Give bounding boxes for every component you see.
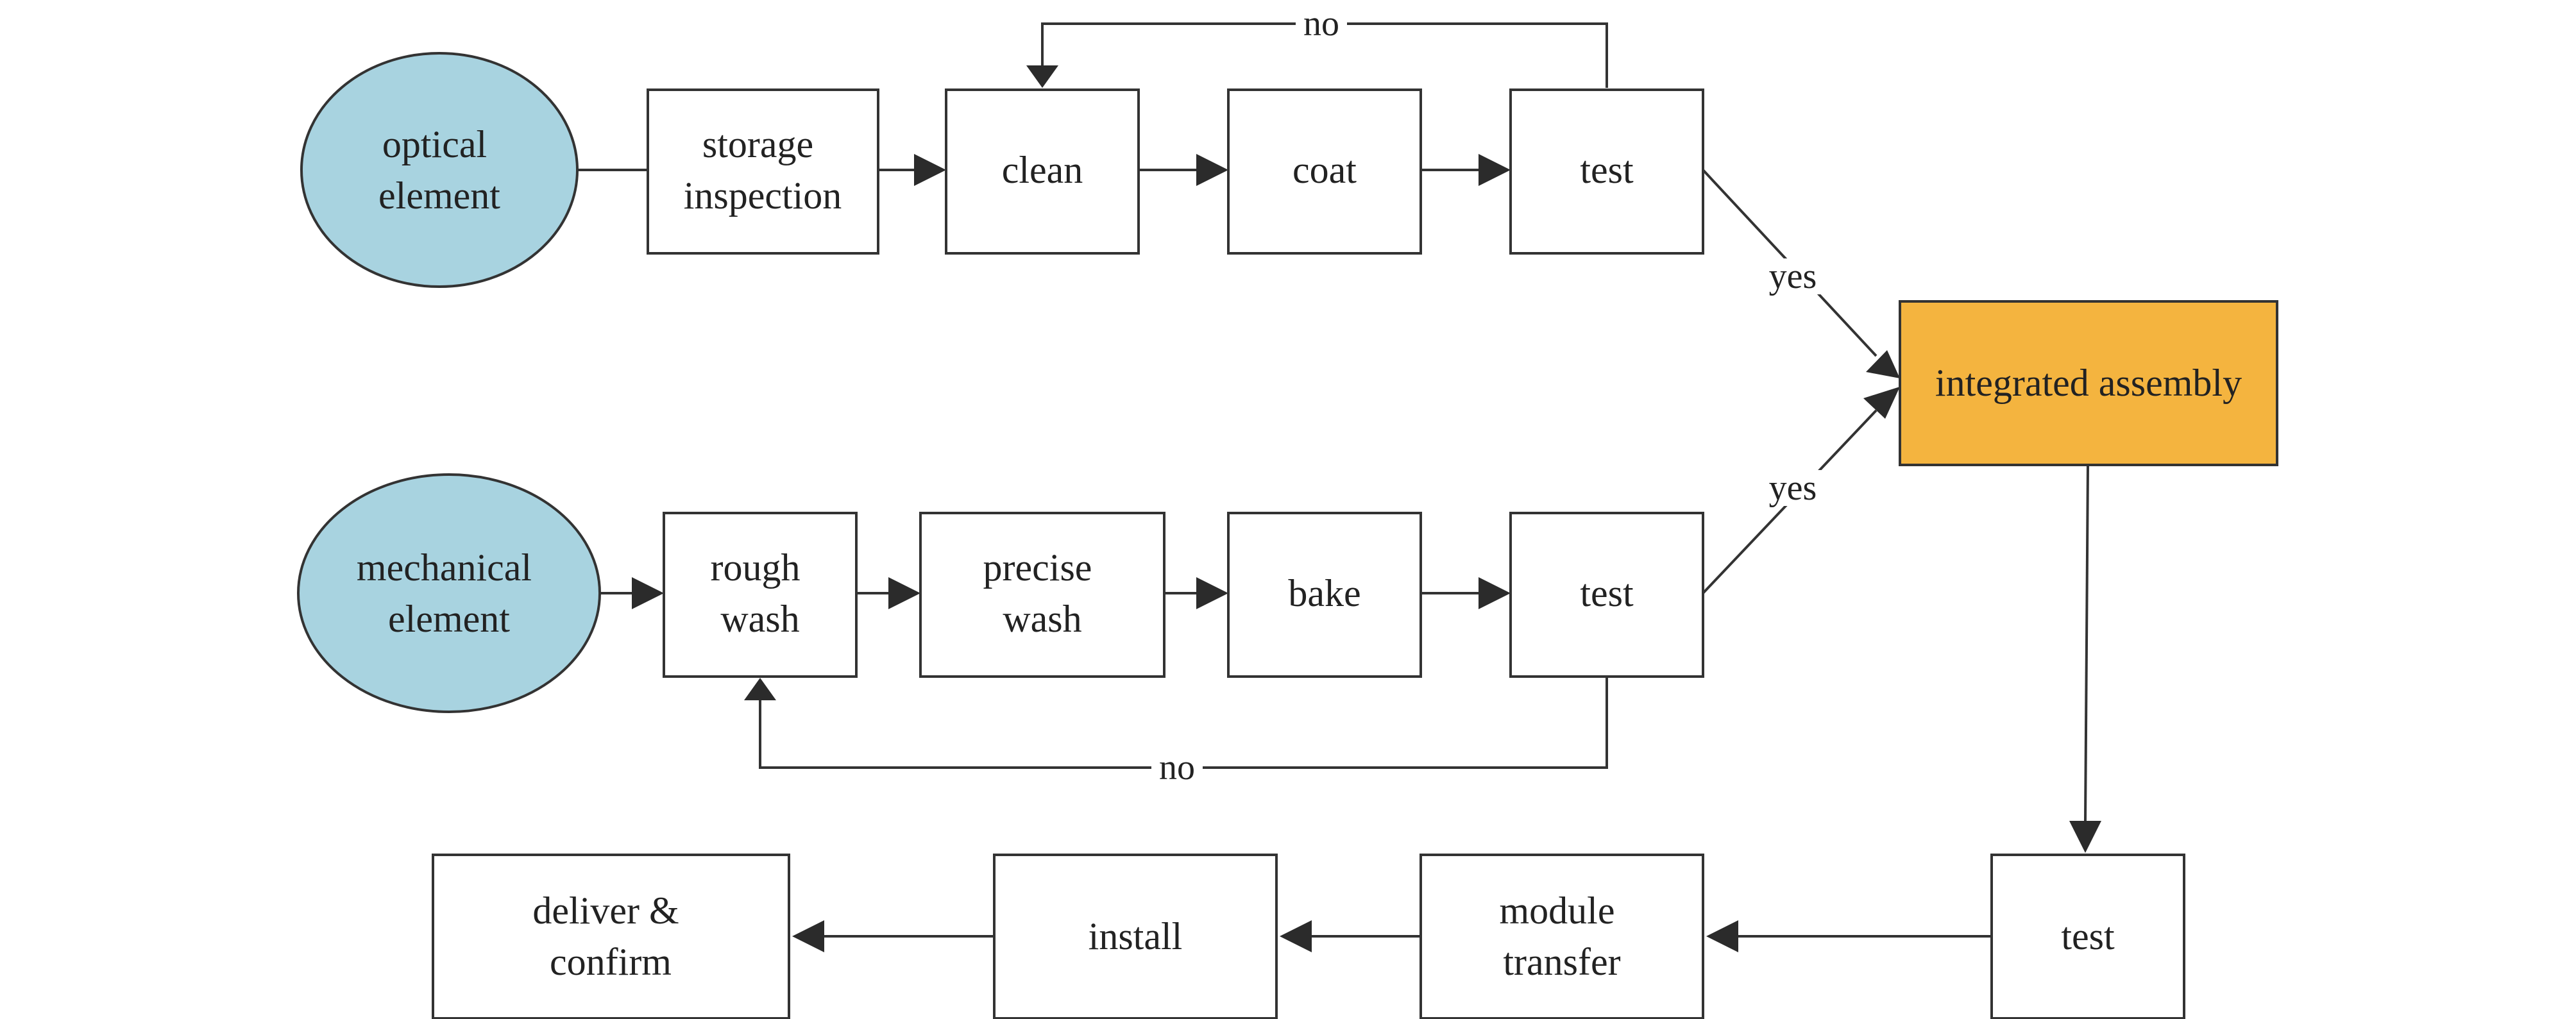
- arrowhead: [914, 154, 946, 186]
- node-label-line: mechanical: [357, 546, 532, 589]
- node-label-line: precise: [983, 546, 1092, 589]
- node-clean: clean: [945, 88, 1140, 255]
- arrowhead: [792, 920, 824, 952]
- arrowhead: [1863, 387, 1900, 419]
- arrowhead: [1196, 154, 1228, 186]
- node-test-final: test: [1990, 854, 2185, 1019]
- arrowhead: [1479, 577, 1511, 609]
- edge-label-optical-no: no: [1303, 4, 1339, 44]
- edges-layer: [577, 22, 2101, 952]
- edge-label-mechanical-yes: yes: [1769, 468, 1817, 508]
- svg-text:deliver & confirm: deliver & confirm: [532, 889, 688, 983]
- node-label-line: element: [378, 174, 500, 217]
- edge-label-optical-yes: yes: [1769, 257, 1817, 296]
- svg-text:storage inspection: storage inspection: [684, 123, 842, 217]
- arrowhead: [888, 577, 920, 609]
- node-label-line: transfer: [1503, 941, 1620, 983]
- node-optical-element: optical element: [300, 52, 579, 288]
- node-label-line: wash: [720, 598, 799, 640]
- node-bake: bake: [1227, 512, 1422, 678]
- node-test-optical: test: [1509, 88, 1704, 255]
- node-label-line: test: [1580, 572, 1634, 614]
- svg-text:optical element: optical element: [378, 123, 500, 217]
- arrowhead: [1280, 920, 1312, 952]
- node-label-line: confirm: [550, 941, 672, 983]
- node-label-line: bake: [1288, 572, 1360, 614]
- node-label-line: wash: [1003, 598, 1081, 640]
- edge-assembly-to-test: [2084, 464, 2089, 821]
- node-label-line: install: [1089, 915, 1183, 957]
- svg-text:mechanical element: mechanical element: [357, 546, 541, 640]
- arrowhead: [632, 577, 664, 609]
- node-label-line: element: [388, 598, 510, 640]
- node-label-line: storage: [702, 123, 813, 165]
- node-label-line: deliver &: [532, 889, 679, 932]
- svg-text:module transfer: module transfer: [1500, 889, 1625, 983]
- node-label-line: rough: [711, 546, 801, 589]
- node-deliver-confirm: deliver & confirm: [432, 854, 790, 1019]
- nodes-layer: optical element storage inspection clean…: [297, 52, 2278, 1019]
- arrowhead: [1479, 154, 1511, 186]
- arrowhead: [744, 678, 776, 700]
- node-label-line: inspection: [684, 174, 842, 217]
- node-coat: coat: [1227, 88, 1422, 255]
- arrowhead: [1196, 577, 1228, 609]
- node-precise-wash: precise wash: [919, 512, 1165, 678]
- arrowhead: [1866, 350, 1900, 378]
- edge-labels-layer: no yes yes no: [1151, 4, 1822, 787]
- node-rough-wash: rough wash: [663, 512, 858, 678]
- node-label-line: test: [2061, 915, 2115, 957]
- node-label-line: coat: [1292, 149, 1357, 191]
- arrowhead: [2069, 821, 2101, 853]
- node-label-line: test: [1580, 149, 1634, 191]
- node-label-line: module: [1500, 889, 1615, 932]
- edge-label-mechanical-no: no: [1159, 748, 1195, 787]
- node-integrated-assembly: integrated assembly: [1899, 300, 2278, 466]
- svg-text:precise wash: precise wash: [983, 546, 1102, 640]
- node-install: install: [993, 854, 1278, 1019]
- svg-text:rough wash: rough wash: [711, 546, 810, 640]
- node-label-line: clean: [1002, 149, 1083, 191]
- node-test-mechanical: test: [1509, 512, 1704, 678]
- node-mechanical-element: mechanical element: [297, 473, 601, 713]
- node-storage-inspection: storage inspection: [647, 88, 879, 255]
- node-label-line: integrated assembly: [1935, 362, 2242, 404]
- arrowhead: [1026, 65, 1058, 88]
- node-label-line: optical: [382, 123, 487, 165]
- arrowhead: [1706, 920, 1738, 952]
- node-module-transfer: module transfer: [1419, 854, 1704, 1019]
